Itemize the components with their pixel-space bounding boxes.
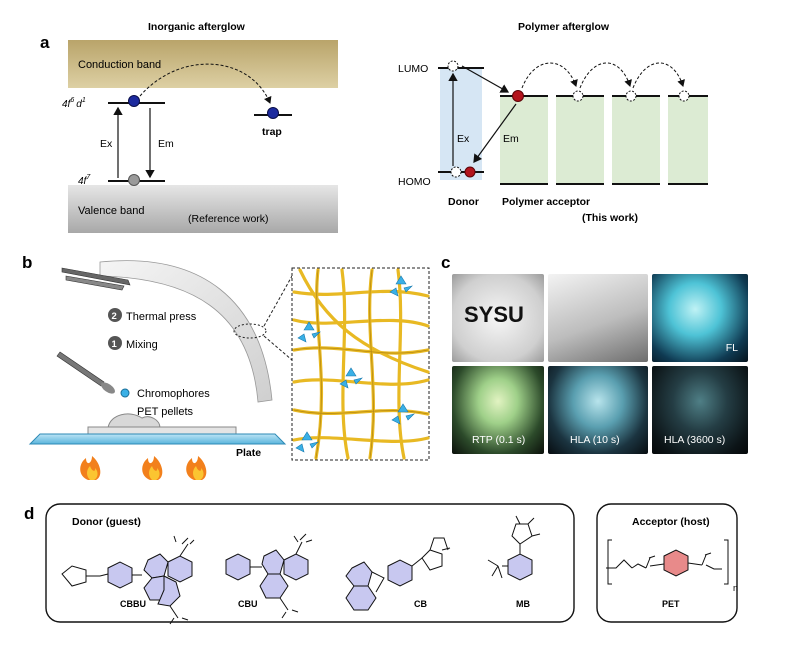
zoom-ellipse: [233, 323, 267, 339]
step2-number: 2: [112, 311, 117, 322]
acceptor-hole-2: [572, 90, 584, 102]
inorganic-title: Inorganic afterglow: [148, 21, 246, 33]
homo-label: HOMO: [398, 176, 431, 188]
step1-label: Mixing: [126, 339, 158, 351]
donor-box: [440, 68, 482, 180]
acceptor-title: Acceptor (host): [632, 516, 710, 528]
hole-lower: [128, 174, 140, 186]
pet-film-sheet: [99, 260, 273, 403]
transfer-arrow: [461, 65, 510, 93]
trap-dashed-arrow: [139, 63, 272, 104]
photo-hla-10s: HLA (10 s): [548, 366, 648, 454]
polymer-acceptor-label: Polymer acceptor: [502, 196, 590, 208]
donor-frame: [45, 503, 575, 623]
panel-d-label: d: [24, 504, 34, 523]
photo-rtp: RTP (0.1 s): [452, 366, 544, 454]
hla3600-caption: HLA (3600 s): [664, 434, 726, 446]
step1-number: 1: [112, 339, 118, 350]
panel-b-label: b: [22, 253, 32, 272]
fl-caption: FL: [725, 342, 738, 354]
chromophore-dot: [120, 388, 130, 398]
acceptor-box-2: [556, 96, 604, 184]
donor-homo-electron: [464, 166, 476, 178]
hla10-caption: HLA (10 s): [570, 434, 620, 446]
this-work-label: (This work): [582, 212, 638, 224]
pet-label: PET: [662, 599, 680, 609]
tweezer-top: [61, 267, 131, 286]
spatula: [56, 351, 105, 387]
molecule-label-mb: MB: [516, 599, 530, 609]
valence-band: [68, 185, 338, 233]
cb-structure: [345, 537, 451, 611]
plate-label: Plate: [236, 447, 261, 459]
photo-bent-film: [548, 274, 648, 362]
flame-icon: [80, 456, 101, 480]
em2-arrow: [473, 103, 517, 163]
molecule-label-cbu: CBU: [238, 599, 258, 609]
acceptor-frame: [596, 503, 738, 623]
valence-band-label: Valence band: [78, 205, 144, 217]
rtp-caption: RTP (0.1 s): [472, 434, 526, 446]
pet-pellets-label: PET pellets: [137, 406, 194, 418]
pet-structure: [606, 539, 729, 585]
acceptor-box-1: [500, 96, 548, 184]
donor-lumo-hole: [447, 60, 459, 72]
tweezer-top-2: [65, 275, 125, 291]
panel-a-label: a: [40, 33, 50, 52]
hot-plate: [28, 433, 287, 445]
acceptor-hole-3: [625, 90, 637, 102]
photo-fl: FL: [652, 274, 748, 362]
spatula-head: [101, 382, 115, 394]
acceptor-box-4: [668, 96, 708, 184]
molecule-label-cb: CB: [414, 599, 427, 609]
cbbu-structure: [61, 535, 195, 625]
conduction-band-label: Conduction band: [78, 59, 161, 71]
flame-icon: [186, 456, 207, 480]
polymer-fiber-mesh-dark: [293, 269, 429, 459]
hop-arrow-1: [521, 62, 578, 89]
trap-label: trap: [262, 126, 282, 138]
em-label: Em: [158, 138, 174, 150]
hop-arrow-3: [632, 62, 685, 89]
lower-level-label: 4f7: [78, 174, 91, 187]
step2-label: Thermal press: [126, 311, 197, 323]
donor-homo-hole: [450, 166, 462, 178]
lumo-label: LUMO: [398, 63, 428, 75]
chromophore-molecule-icons: [295, 275, 415, 453]
photo-hla-3600s: HLA (3600 s): [652, 366, 748, 454]
zoom-line-top: [263, 275, 293, 327]
electron-trap: [267, 107, 279, 119]
pet-n-subscript: n: [733, 583, 738, 593]
acceptor-box-3: [612, 96, 660, 184]
acceptor-electron: [512, 90, 524, 102]
zoom-line-bottom: [263, 335, 293, 361]
acceptor-hole-4: [678, 90, 690, 102]
step1-badge: [108, 336, 122, 350]
chromophores-label: Chromophores: [137, 388, 210, 400]
donor-title: Donor (guest): [72, 516, 141, 528]
panel-c-label: c: [441, 253, 450, 272]
mb-structure: [487, 515, 541, 581]
flame-icon: [142, 456, 163, 480]
cbu-structure: [225, 533, 313, 619]
photo-sysu-film: SYSU: [452, 274, 544, 362]
em2-label: Em: [503, 133, 519, 145]
hop-arrow-2: [579, 62, 632, 89]
sysu-text: SYSU: [464, 302, 524, 327]
donor-label: Donor: [448, 196, 479, 208]
molecule-label-cbbu: CBBU: [120, 599, 146, 609]
pet-pellets-blob: [107, 413, 161, 429]
electron-upper: [128, 95, 140, 107]
donor-ex-label: Ex: [457, 133, 470, 145]
ex-label: Ex: [100, 138, 113, 150]
reference-work-label: (Reference work): [188, 213, 269, 225]
step2-badge: [108, 308, 122, 322]
polymer-title: Polymer afterglow: [518, 21, 610, 33]
